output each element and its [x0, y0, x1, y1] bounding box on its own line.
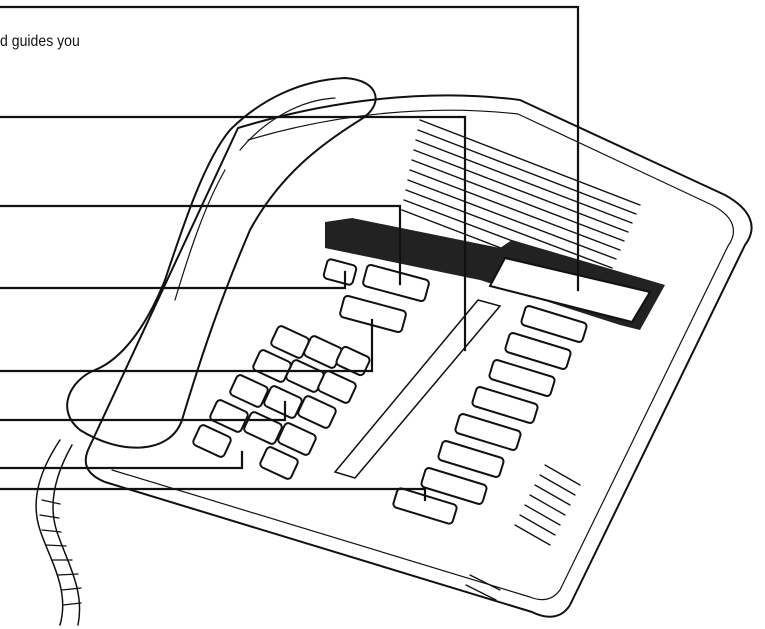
dial-key-bottom-1 — [192, 424, 232, 458]
memory-button-4 — [471, 386, 538, 424]
phone-base-inner-edge — [112, 110, 733, 599]
dial-key-bottom-2 — [259, 446, 299, 480]
callout-line-bottom-left-keys — [0, 452, 242, 468]
dial-key-6 — [317, 370, 357, 404]
handset-inner — [175, 98, 335, 300]
dial-key-7 — [229, 374, 269, 408]
release-small-key — [323, 258, 357, 285]
memory-button-6 — [437, 440, 504, 478]
dial-key-9 — [297, 395, 337, 429]
callout-line-bottom-memory — [0, 489, 425, 500]
dial-key-8 — [263, 385, 303, 419]
dial-key-0 — [243, 411, 283, 445]
callout-line-release-small — [0, 272, 345, 288]
dial-key-hash — [277, 422, 317, 456]
memory-button-5 — [454, 413, 521, 451]
dial-key-star — [209, 399, 249, 433]
release-key — [362, 264, 430, 302]
